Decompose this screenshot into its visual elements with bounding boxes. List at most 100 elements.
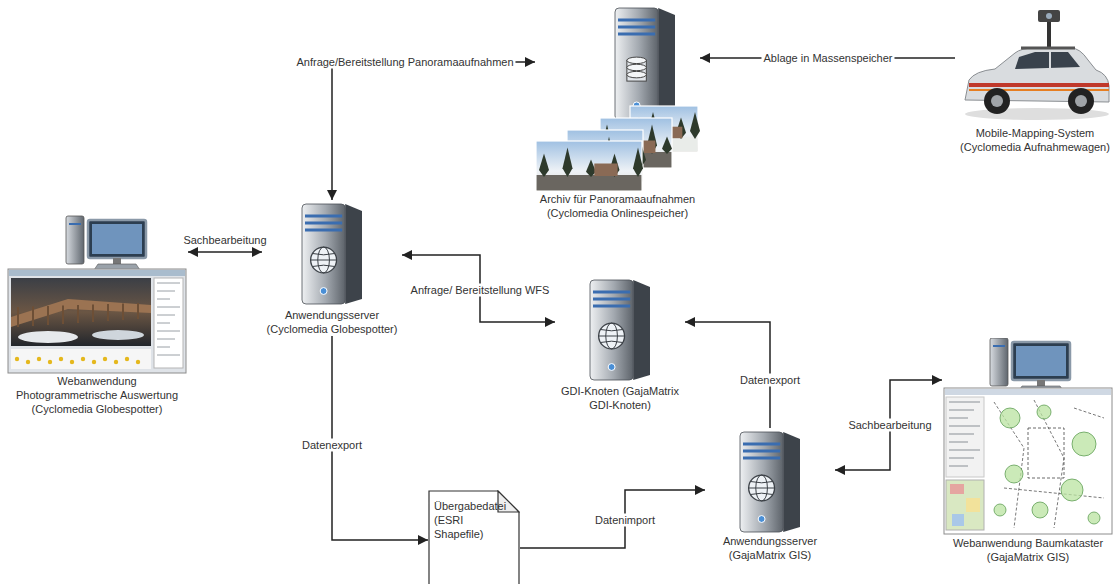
illustration-part (92, 330, 144, 340)
illustration-part (601, 341, 623, 342)
illustration-part (305, 222, 342, 225)
illustration-part (593, 305, 630, 308)
illustration-part (590, 280, 633, 380)
illustration-part (122, 304, 124, 321)
illustration-part (608, 364, 615, 371)
illustration-part (563, 148, 573, 178)
illustration-part (594, 164, 617, 177)
illustration-part (751, 493, 773, 494)
illustration-part (32, 307, 34, 327)
node-label: Archiv für Panoramaaufnahmen (Cyclomedia… (535, 192, 700, 220)
illustration-part (1075, 95, 1087, 107)
illustration-part (749, 488, 775, 489)
illustration-part (103, 357, 107, 361)
edge-label: Datenexport (738, 374, 802, 387)
illustration-part (1037, 405, 1051, 419)
illustration-part (1037, 380, 1045, 386)
illustration-part (1038, 10, 1060, 22)
server-icon (740, 432, 800, 532)
illustration-part (345, 204, 362, 304)
illustration-part (311, 247, 337, 273)
node-illustration (555, 276, 685, 384)
illustration-part (539, 154, 549, 178)
illustration-part (1068, 88, 1094, 114)
illustration-part (157, 315, 175, 316)
illustration-part (1046, 13, 1052, 19)
illustration-part (1012, 342, 1070, 380)
illustration-part (537, 175, 642, 190)
web-client: Webanwendung Baumkataster (GajaMatrix GI… (942, 338, 1114, 564)
file-document: Übergabedatei (ESRI Shapefile) (428, 490, 520, 584)
illustration-part (743, 457, 780, 460)
illustration-part (991, 95, 1003, 107)
illustration-part (59, 357, 63, 361)
archive-server: Archiv für Panoramaaufnahmen (Cyclomedia… (535, 6, 700, 220)
illustration-part (429, 491, 519, 584)
illustration-part (994, 402, 1024, 528)
illustration-part (137, 303, 139, 319)
illustration-part (1049, 52, 1051, 68)
edge-label: Anfrage/ Bereitstellung WFS (409, 284, 552, 297)
illustration-part (618, 26, 655, 29)
illustration-part (949, 418, 968, 419)
illustration-part (599, 323, 625, 349)
illustration-part (113, 258, 121, 264)
connector-arrow (520, 490, 705, 548)
connector-arrow (835, 380, 942, 470)
illustration-part (743, 443, 780, 446)
node-illustration (535, 6, 700, 192)
illustration-part (66, 216, 84, 264)
illustration-part (627, 57, 646, 63)
illustration-part (946, 480, 984, 530)
connector-arrow (332, 62, 535, 200)
node-illustration (955, 8, 1115, 126)
server-icon (590, 280, 650, 380)
edge-label: Anfrage/Bereitstellung Panoramaaufnahmen (294, 56, 515, 69)
illustration-part (627, 64, 646, 70)
node-label: GDI-Knoten (GajaMatrix GDI-Knoten) (555, 384, 685, 412)
illustration-part (662, 137, 672, 155)
illustration-part (1004, 488, 1104, 498)
illustration-part (952, 514, 964, 526)
illustration-part (601, 330, 623, 331)
node-label: Webanwendung Baumkataster (GajaMatrix GI… (942, 536, 1114, 564)
illustration-part (70, 360, 74, 364)
illustration-part (949, 402, 980, 403)
connector-arrow (188, 251, 262, 253)
edge-label: Datenimport (593, 514, 657, 527)
computer-icon (66, 216, 146, 270)
illustration-part (944, 388, 1112, 534)
illustration-part (949, 426, 980, 427)
illustration-part (949, 442, 968, 443)
illustration-part (946, 397, 984, 477)
illustration-part (1074, 408, 1104, 418)
illustration-part (157, 355, 180, 356)
connector-arrow (402, 255, 555, 322)
document-outline (429, 491, 519, 584)
illustration-part (302, 204, 345, 304)
illustration-part (633, 280, 650, 380)
illustration-part (969, 83, 1109, 87)
illustration-part (615, 8, 658, 120)
app-screenshot (944, 388, 1112, 534)
illustration-part (1005, 465, 1023, 483)
server-icon (615, 8, 675, 120)
illustration-part (740, 432, 783, 532)
illustration-part (1047, 20, 1051, 50)
node-illustration (6, 214, 188, 374)
app-screenshot (8, 269, 186, 373)
illustration-part (536, 141, 642, 191)
illustration-part (62, 306, 64, 325)
illustration-part (48, 360, 52, 364)
illustration-part (9, 270, 185, 276)
illustration-part (157, 323, 170, 324)
illustration-part (658, 8, 675, 120)
illustration-part (157, 339, 175, 340)
illustration-part (690, 112, 700, 139)
illustration-part (311, 260, 337, 261)
illustration-part (1016, 346, 1066, 376)
illustration-part (1000, 408, 1020, 428)
edge-label: Sachbearbeitung (181, 234, 268, 247)
illustration-part (136, 360, 140, 364)
illustration-part (751, 482, 773, 483)
